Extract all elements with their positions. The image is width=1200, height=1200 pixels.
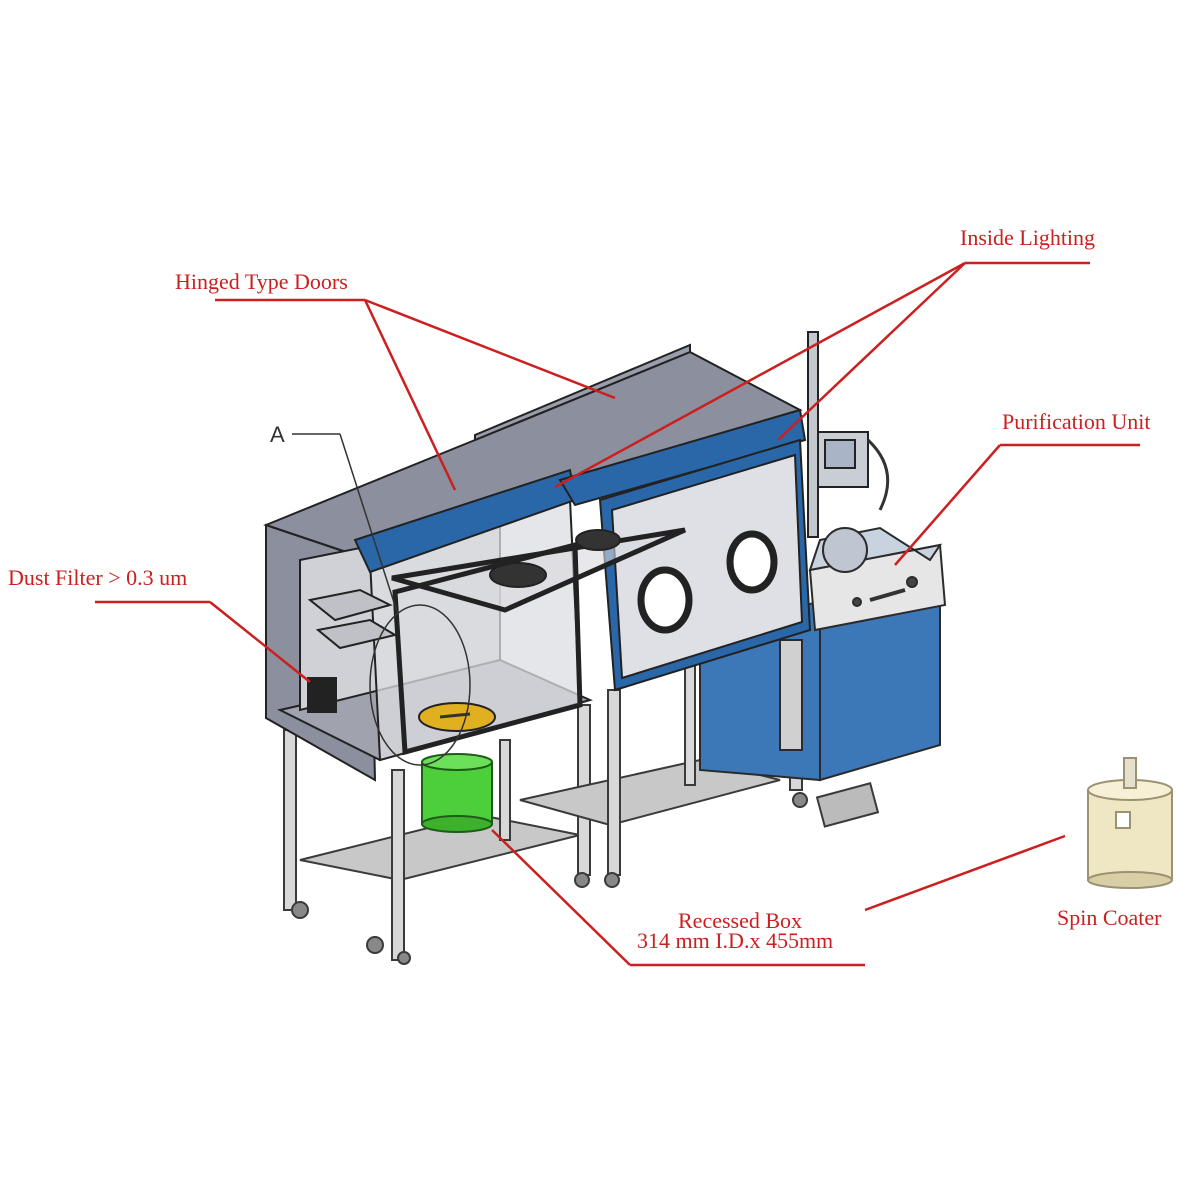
- spin-coater-body: [1087, 789, 1173, 881]
- blower: [822, 527, 868, 573]
- caster: [604, 872, 620, 888]
- leader-recessed-box: [491, 829, 631, 966]
- spin-coater-base: [1087, 871, 1173, 889]
- glove-port-right: [726, 530, 778, 594]
- recessed-box-top: [421, 753, 493, 771]
- label-hinged-doors: Hinged Type Doors: [175, 269, 348, 294]
- glove-port-left: [637, 566, 693, 634]
- left-stand: [283, 704, 591, 965]
- leg: [499, 739, 511, 841]
- label-recessed-box-dimensions: 314 mm I.D.x 455mm: [637, 928, 834, 953]
- spin-coater-switch: [1115, 811, 1131, 829]
- door-port-2: [575, 529, 621, 551]
- antechamber-arm: [866, 438, 890, 511]
- marker-a-leader: [292, 433, 471, 766]
- inside-shelf: [315, 618, 398, 650]
- label-marker-a: A: [270, 422, 285, 447]
- label-inside-lighting: Inside Lighting: [960, 225, 1096, 250]
- door-port-1: [489, 562, 547, 588]
- right-stand: [519, 619, 880, 888]
- leader-inside-lighting-2: [777, 262, 966, 441]
- lighting-bar-right: [558, 408, 807, 507]
- display-screen: [824, 439, 856, 469]
- foot-pedal: [815, 782, 880, 828]
- vent-grille: [779, 639, 803, 751]
- gauge-bar: [869, 588, 906, 602]
- leg: [684, 664, 696, 786]
- marker-a-leader-diagonal: [339, 433, 399, 616]
- annotation-leaders: [95, 261, 1140, 967]
- caster: [574, 872, 590, 888]
- label-dust-filter: Dust Filter > 0.3 um: [8, 565, 188, 590]
- leader-hinged-doors-1: [363, 299, 457, 491]
- recessed-box-bottom: [421, 815, 493, 833]
- caster: [792, 792, 808, 808]
- label-purification-unit: Purification Unit: [1002, 409, 1151, 434]
- turntable-plate: [418, 702, 496, 732]
- marker-a-circle: [369, 604, 471, 766]
- recessed-box-body: [421, 761, 493, 825]
- glovebox-body: [263, 331, 890, 782]
- knob: [906, 576, 918, 588]
- recessed-box: [421, 753, 493, 833]
- right-lower-shelf: [519, 758, 781, 827]
- leader-dust-filter: [209, 601, 311, 683]
- label-recessed-box: Recessed Box: [678, 908, 803, 933]
- spin-coater: [1087, 757, 1173, 889]
- dust-filter-unit: [307, 677, 337, 713]
- leader-spin-coater: [864, 834, 1066, 912]
- label-spin-coater: Spin Coater: [1057, 905, 1162, 930]
- inside-shelf: [307, 588, 393, 622]
- knob: [852, 597, 862, 607]
- leg: [391, 769, 405, 961]
- leader-inside-lighting-1: [554, 261, 966, 489]
- caster: [366, 936, 384, 954]
- caster: [291, 901, 309, 919]
- caster: [397, 951, 411, 965]
- leader-hinged-doors-2: [364, 298, 616, 400]
- leg: [607, 689, 621, 876]
- turntable-slot: [439, 712, 471, 719]
- roof-back-edge: [474, 343, 691, 442]
- front-window-left-frame: [392, 541, 583, 756]
- leg: [283, 729, 297, 911]
- leader-purification: [894, 444, 1001, 566]
- vertical-post: [807, 331, 819, 538]
- spin-coater-nozzle: [1123, 757, 1137, 789]
